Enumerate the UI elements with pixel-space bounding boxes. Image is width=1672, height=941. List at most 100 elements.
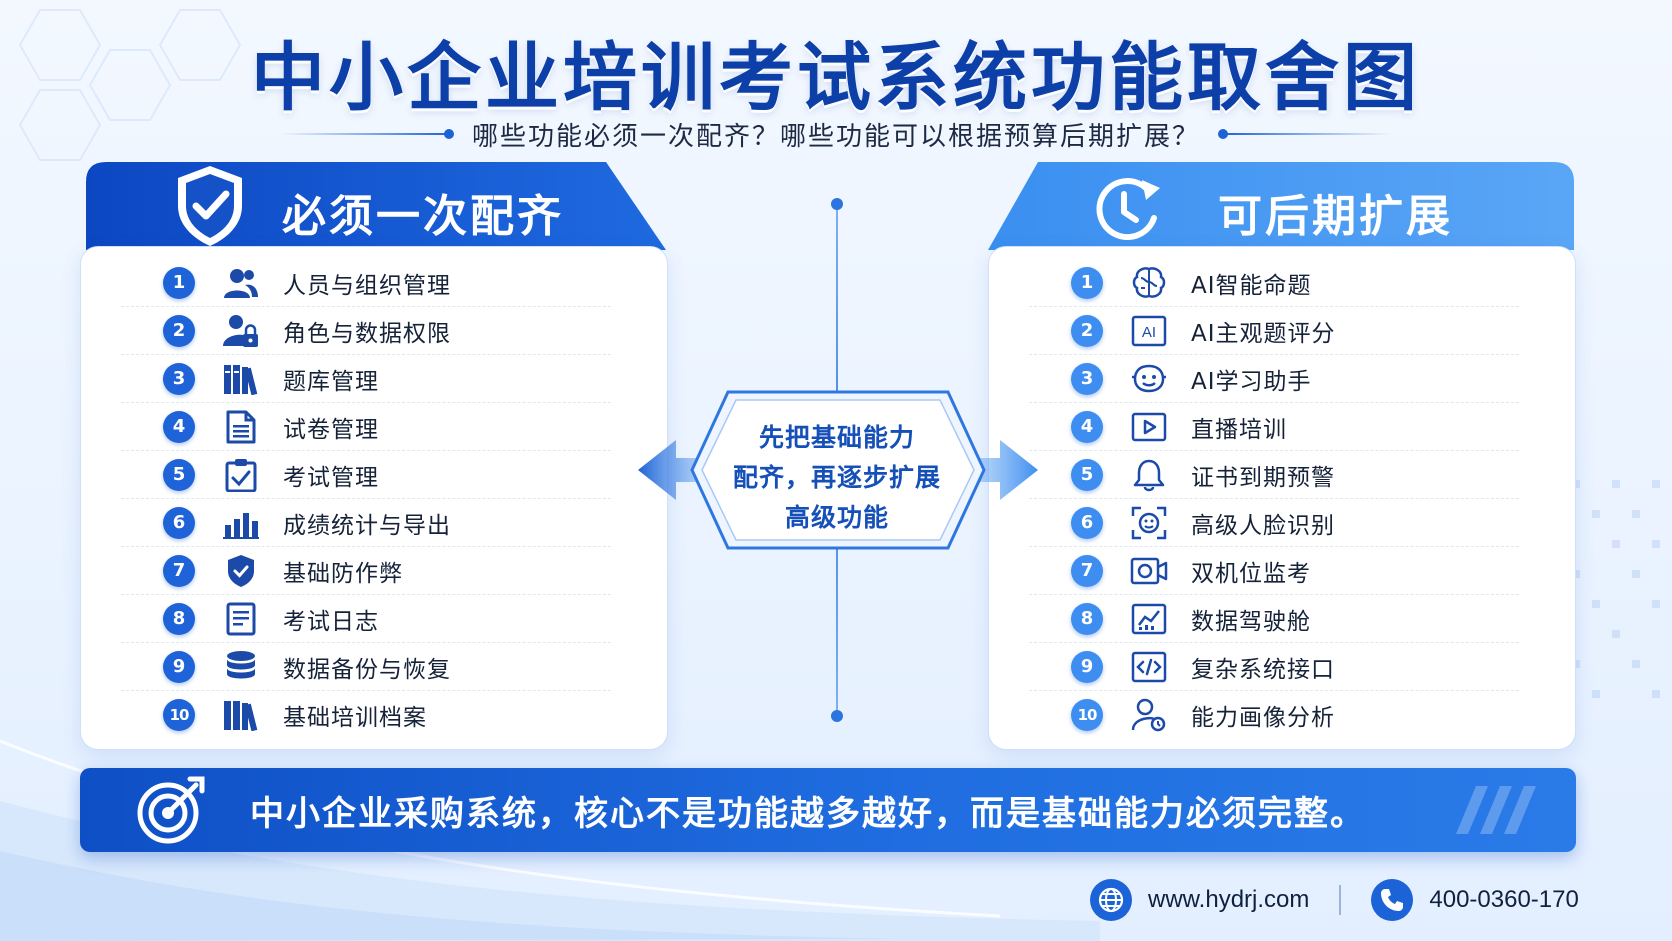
- list-item: 7 双机位监考: [1029, 547, 1519, 595]
- divider-dot-bottom: [831, 710, 843, 722]
- left-panel: 1 人员与组织管理 2 角色与数据权限 3 题库管理 4 试卷管理: [80, 246, 668, 750]
- item-label: AI主观题评分: [1191, 320, 1336, 347]
- video-icon: [1129, 409, 1169, 445]
- item-number: 9: [1071, 650, 1103, 683]
- item-label: 试卷管理: [283, 416, 379, 443]
- website-link[interactable]: www.hydrj.com: [1148, 886, 1310, 913]
- center-hexagon: [638, 390, 1038, 550]
- list-item: 1 AI智能命题: [1029, 259, 1519, 307]
- center-line-2: 配齐，再逐步扩展: [732, 463, 941, 492]
- database-icon: [221, 649, 261, 685]
- item-number: 8: [1071, 602, 1103, 635]
- ai-box-icon: AI: [1129, 313, 1169, 349]
- subtitle-line-left: [279, 129, 454, 139]
- list-item: 9 复杂系统接口: [1029, 643, 1519, 691]
- item-number: 10: [163, 699, 195, 731]
- conclusion-text: 中小企业采购系统，核心不是功能越多越好，而是基础能力必须完整。: [250, 793, 1366, 834]
- item-number: 2: [1071, 314, 1103, 347]
- shield-check-icon: [178, 166, 242, 246]
- item-number: 7: [1071, 554, 1103, 587]
- list-item: 6 高级人脸识别: [1029, 499, 1519, 547]
- item-label: 能力画像分析: [1191, 705, 1335, 731]
- target-icon: [137, 776, 205, 844]
- item-number: 3: [163, 362, 195, 395]
- bot-icon: [1129, 361, 1169, 397]
- item-label: 考试管理: [283, 464, 379, 491]
- shield-icon: [221, 553, 261, 589]
- user-analysis-icon: [1129, 697, 1169, 733]
- list-item: 2 角色与数据权限: [121, 307, 611, 355]
- list-item: 4 试卷管理: [121, 403, 611, 451]
- item-label: 题库管理: [283, 368, 379, 395]
- list-item: 8 数据驾驶舱: [1029, 595, 1519, 643]
- item-label: 数据驾驶舱: [1191, 608, 1311, 635]
- banner-stripes: [1456, 786, 1536, 834]
- archive-icon: [221, 697, 261, 733]
- conclusion-banner: 中小企业采购系统，核心不是功能越多越好，而是基础能力必须完整。: [80, 768, 1576, 852]
- list-item: 5 证书到期预警: [1029, 451, 1519, 499]
- item-number: 9: [163, 650, 195, 683]
- list-item: 6 成绩统计与导出: [121, 499, 611, 547]
- item-number: 3: [1071, 362, 1103, 395]
- list-item: 10 能力画像分析: [1029, 691, 1519, 739]
- item-label: 双机位监考: [1191, 560, 1311, 587]
- list-item: 5 考试管理: [121, 451, 611, 499]
- phone-icon: [1371, 879, 1414, 921]
- footer-separator: [1339, 885, 1342, 915]
- users-icon: [221, 265, 261, 301]
- left-panel-title: 必须一次配齐: [282, 191, 564, 242]
- subtitle: 哪些功能必须一次配齐？哪些功能可以根据预算后期扩展？: [471, 121, 1200, 152]
- item-number: 1: [163, 266, 195, 299]
- item-number: 5: [1071, 458, 1103, 491]
- footer-contact: www.hydrj.com 400-0360-170: [1090, 874, 1672, 926]
- center-line-3: 高级功能: [784, 503, 889, 532]
- phone-number[interactable]: 400-0360-170: [1429, 886, 1579, 913]
- item-number: 6: [163, 506, 195, 539]
- item-label: 复杂系统接口: [1191, 656, 1335, 683]
- list-item: 10 基础培训档案: [121, 691, 611, 739]
- log-icon: [221, 601, 261, 637]
- user-lock-icon: [221, 313, 261, 349]
- list-item: 3 题库管理: [121, 355, 611, 403]
- list-item: 8 考试日志: [121, 595, 611, 643]
- list-item: 7 基础防作弊: [121, 547, 611, 595]
- item-number: 1: [1071, 266, 1103, 299]
- camera-icon: [1129, 553, 1169, 589]
- item-label: AI学习助手: [1191, 368, 1312, 395]
- right-panel-title: 可后期扩展: [1218, 191, 1453, 242]
- right-feature-list: 1 AI智能命题 2 AI AI主观题评分 3 AI学习助手 4 直播培训: [1029, 259, 1519, 739]
- arrow-left-icon: [638, 440, 718, 500]
- item-label: 成绩统计与导出: [283, 512, 451, 539]
- item-number: 8: [163, 602, 195, 635]
- center-message: 先把基础能力 配齐，再逐步扩展 高级功能: [700, 418, 974, 538]
- item-label: 数据备份与恢复: [283, 656, 451, 683]
- list-item: 1 人员与组织管理: [121, 259, 611, 307]
- face-scan-icon: [1129, 505, 1169, 541]
- left-panel-header: 必须一次配齐: [86, 162, 686, 250]
- svg-text:AI: AI: [1142, 324, 1156, 341]
- item-label: 角色与数据权限: [283, 320, 451, 347]
- list-item: 4 直播培训: [1029, 403, 1519, 451]
- item-number: 6: [1071, 506, 1103, 539]
- code-icon: [1129, 649, 1169, 685]
- item-number: 4: [1071, 410, 1103, 443]
- item-label: 基础培训档案: [283, 705, 427, 731]
- books-icon: [221, 361, 261, 397]
- item-label: 高级人脸识别: [1191, 512, 1335, 539]
- page-title: 中小企业培训考试系统功能取舍图: [251, 35, 1421, 121]
- item-label: 基础防作弊: [283, 560, 403, 587]
- item-number: 7: [163, 554, 195, 587]
- list-item: 3 AI学习助手: [1029, 355, 1519, 403]
- subtitle-line-right: [1218, 129, 1392, 139]
- item-label: AI智能命题: [1191, 272, 1312, 299]
- globe-icon: [1090, 879, 1132, 921]
- item-number: 2: [163, 314, 195, 347]
- center-line-1: 先把基础能力: [758, 423, 915, 452]
- brain-icon: [1129, 265, 1169, 301]
- item-label: 直播培训: [1191, 416, 1287, 443]
- right-panel-header: 可后期扩展: [978, 162, 1578, 250]
- right-panel: 1 AI智能命题 2 AI AI主观题评分 3 AI学习助手 4 直播培训: [988, 246, 1576, 750]
- item-number: 10: [1071, 699, 1103, 731]
- item-label: 考试日志: [283, 608, 379, 635]
- item-label: 人员与组织管理: [283, 272, 451, 299]
